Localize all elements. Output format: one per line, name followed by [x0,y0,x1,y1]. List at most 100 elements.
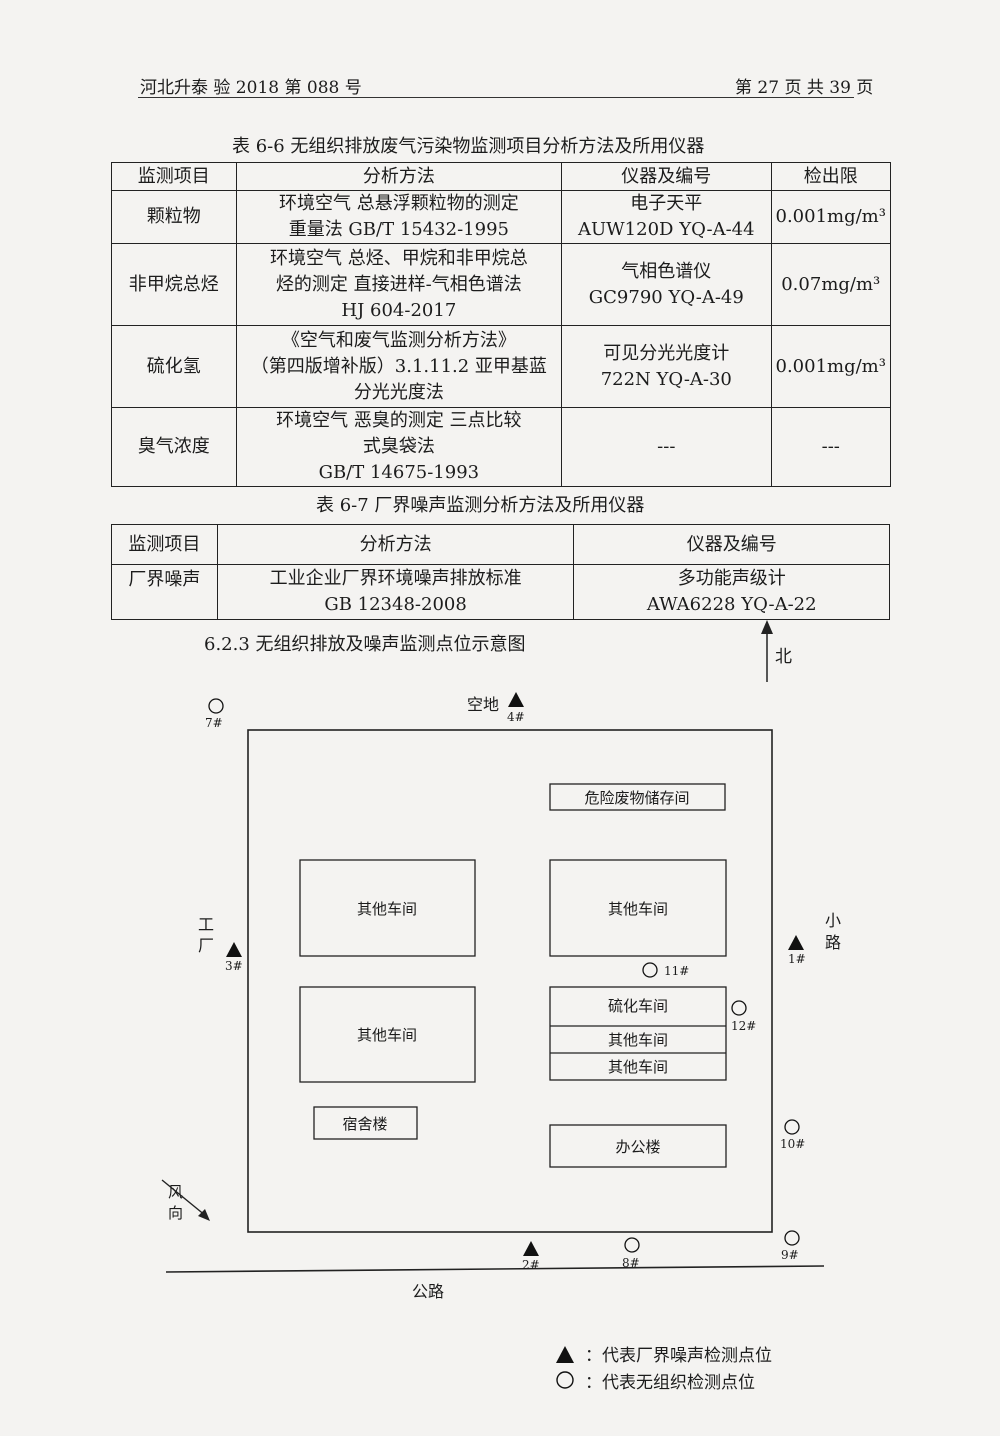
building-label: 其他车间 [608,1058,668,1076]
point-label: 8# [622,1256,640,1270]
table1-header-limit: 检出限 [770,162,891,191]
method-line: 重量法 GB/T 15432-1995 [288,219,509,240]
triangle-icon [508,692,524,707]
report-number: 河北升泰 验 2018 第 088 号 [140,78,362,98]
point-label: 10# [780,1137,805,1151]
method-line: HJ 604-2017 [341,299,457,321]
method-line: 环境空气 恶臭的测定 三点比较 [276,410,522,431]
table1-header-row: 监测项目 分析方法 仪器及编号 检出限 [111,162,891,191]
instrument-line: AUW120D YQ-A-44 [578,219,755,240]
table2-header-instrument: 仪器及编号 [573,524,890,565]
noise-point-4: 4# [507,692,525,724]
circle-icon [642,962,658,978]
instrument-cell: 可见分光光度计 722N YQ-A-30 [561,325,772,408]
point-label: 9# [781,1248,799,1262]
item-cell: 臭气浓度 [111,407,237,487]
method-line: GB/T 14675-1993 [318,462,480,483]
point-label: 11# [664,964,689,978]
emission-point-11: 11# [642,962,689,978]
table-row: 颗粒物 环境空气 总悬浮颗粒物的测定 重量法 GB/T 15432-1995 电… [111,190,891,244]
instrument-line: 722N YQ-A-30 [600,368,732,390]
instrument-cell: 多功能声级计 AWA6228 YQ-A-22 [573,564,890,620]
instrument-cell: 电子天平 AUW120D YQ-A-44 [561,190,772,244]
point-label: 7# [205,716,223,730]
method-line: 《空气和废气监测分析方法》 [281,329,516,351]
circle-icon [208,698,224,714]
method-line: 环境空气 总烃、甲烷和非甲烷总 [269,247,528,269]
point-label: 1# [788,952,806,966]
table1-caption: 表 6-6 无组织排放废气污染物监测项目分析方法及所用仪器 [232,136,705,157]
empty-lot-label: 空地 [467,695,499,714]
table1-header-method: 分析方法 [235,162,563,191]
table2-header-item: 监测项目 [111,524,218,565]
instrument-line: 电子天平 [630,193,703,214]
site-boundary [247,729,773,1233]
instrument-line: 气相色谱仪 [621,260,712,282]
method-line: 分光光度法 [353,381,444,403]
method-line: （第四版增补版）3.1.11.2 亚甲基蓝 [250,355,547,377]
table-row: 非甲烷总烃 环境空气 总烃、甲烷和非甲烷总 烃的测定 直接进样-气相色谱法 HJ… [111,243,891,326]
building-label: 其他车间 [608,900,668,918]
instrument-line: GC9790 YQ-A-49 [588,286,744,308]
wind-label-bottom: 向 [168,1204,183,1222]
limit-cell: 0.001mg/m³ [770,190,891,244]
table-row: 硫化氢 《空气和废气监测分析方法》 （第四版增补版）3.1.11.2 亚甲基蓝 … [111,325,891,408]
method-cell: 工业企业厂界环境噪声排放标准 GB 12348-2008 [216,564,575,620]
table-row: 臭气浓度 环境空气 恶臭的测定 三点比较 式臭袋法 GB/T 14675-199… [111,407,891,487]
circle-icon [731,1000,747,1016]
header-rule [138,97,854,98]
point-label: 12# [731,1019,756,1033]
table2-header-method: 分析方法 [216,524,575,565]
triangle-icon [788,935,804,950]
table1: 监测项目 分析方法 仪器及编号 检出限 颗粒物 环境空气 总悬浮颗粒物的测定 重… [111,162,891,487]
wind-label-top: 风 [168,1183,183,1201]
circle-icon [624,1237,640,1253]
instrument-cell: --- [561,407,772,487]
building-office: 办公楼 [549,1124,727,1168]
building-label: 其他车间 [357,1026,417,1044]
noise-point-1: 1# [788,935,806,966]
method-line: 烃的测定 直接进样-气相色谱法 [275,273,522,295]
instrument-line: 多功能声级计 [677,568,786,589]
building-hazard-storage: 危险废物储存间 [549,783,726,811]
building-workshop: 其他车间 [549,859,727,957]
item-cell: 非甲烷总烃 [111,243,237,326]
triangle-icon [523,1241,539,1256]
building-sulfide-workshop: 硫化车间 其他车间 其他车间 [549,986,727,1081]
table2: 监测项目 分析方法 仪器及编号 厂界噪声 工业企业厂界环境噪声排放标准 GB 1… [111,524,890,620]
method-cell: 环境空气 总悬浮颗粒物的测定 重量法 GB/T 15432-1995 [235,190,563,244]
building-dormitory: 宿舍楼 [313,1106,418,1140]
building-label: 危险废物储存间 [584,789,689,807]
limit-cell: --- [770,407,891,487]
legend-circle-icon [556,1371,574,1389]
emission-point-10: 10# [780,1119,805,1151]
method-cell: 《空气和废气监测分析方法》 （第四版增补版）3.1.11.2 亚甲基蓝 分光光度… [235,325,563,408]
building-label: 办公楼 [615,1138,660,1156]
item-cell: 厂界噪声 [111,564,218,620]
table2-caption: 表 6-7 厂界噪声监测分析方法及所用仪器 [316,495,645,516]
noise-point-3: 3# [225,942,243,973]
emission-point-9: 9# [781,1230,800,1262]
point-label: 4# [507,710,525,724]
highway-line [165,1265,825,1273]
instrument-cell: 气相色谱仪 GC9790 YQ-A-49 [561,243,772,326]
legend-triangle-icon [556,1346,574,1363]
building-workshop: 其他车间 [299,986,476,1083]
legend-emission-text: ：代表无组织检测点位 [585,1373,755,1393]
section-title: 6.2.3 无组织排放及噪声监测点位示意图 [204,634,526,655]
table2-header-row: 监测项目 分析方法 仪器及编号 [111,524,890,565]
method-line: 环境空气 总悬浮颗粒物的测定 [278,193,519,214]
method-line: 式臭袋法 [362,436,435,457]
method-line: 工业企业厂界环境噪声排放标准 [269,568,522,589]
circle-icon [784,1230,800,1246]
north-arrow [761,620,773,682]
building-label: 其他车间 [357,900,417,918]
point-label: 2# [522,1258,540,1272]
circle-icon [784,1119,800,1135]
limit-cell: 0.07mg/m³ [770,243,891,326]
road-label-bottom: 路 [825,933,841,952]
factory-label-top: 工 [198,915,214,934]
building-workshop: 其他车间 [299,859,476,957]
method-cell: 环境空气 总烃、甲烷和非甲烷总 烃的测定 直接进样-气相色谱法 HJ 604-2… [235,243,563,326]
